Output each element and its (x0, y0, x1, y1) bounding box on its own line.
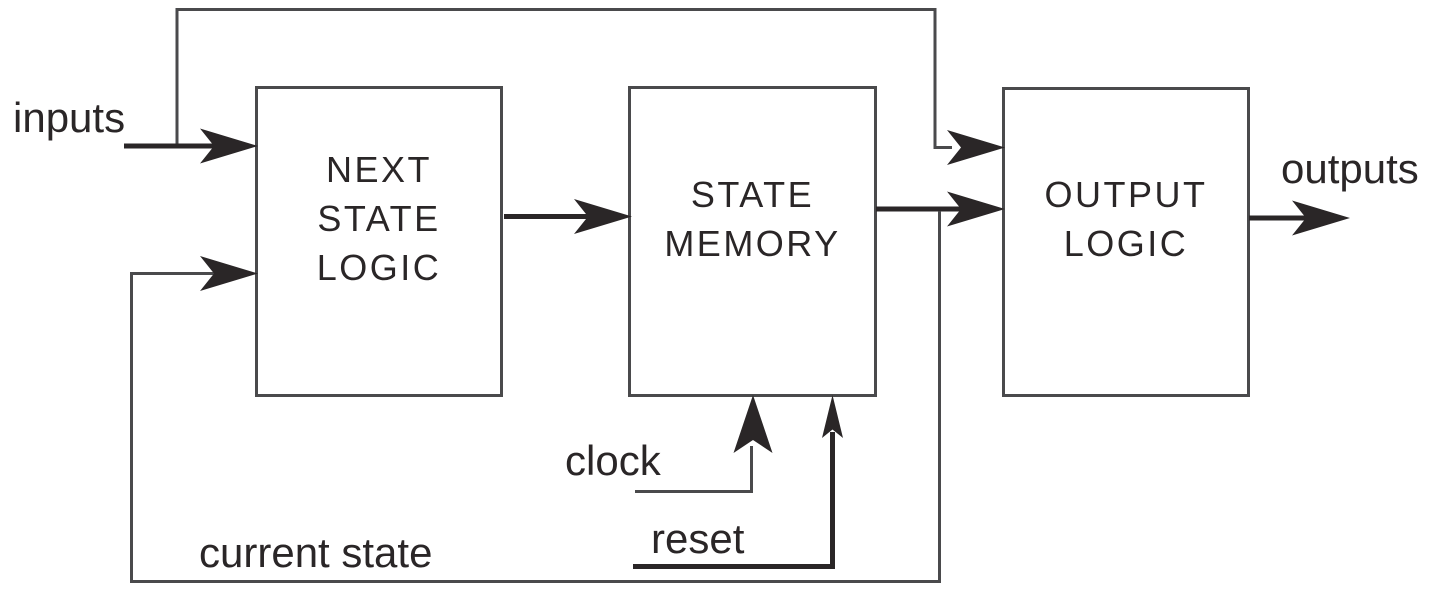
current-state-label: current state (199, 529, 433, 576)
memory-to-output-arrowhead-icon (947, 191, 1005, 227)
clock-label: clock (565, 437, 661, 484)
outputs-arrowhead-icon (1292, 200, 1350, 236)
state-memory-block: STATE MEMORY (628, 86, 877, 397)
outputs-label: outputs (1281, 145, 1419, 192)
next-state-logic-block: NEXT STATE LOGIC (255, 86, 503, 397)
current-state-arrowhead-icon (200, 256, 258, 291)
output-logic-block: OUTPUT LOGIC (1002, 87, 1250, 397)
next-state-logic-label-line3: LOGIC (316, 247, 442, 288)
next-state-to-memory-arrowhead-icon (574, 199, 632, 234)
output-logic-label-line2: LOGIC (1063, 223, 1189, 264)
output-logic-label-line1: OUTPUT (1044, 174, 1208, 215)
reset-arrowhead-icon (822, 395, 843, 438)
inputs-bypass-arrowhead-icon (947, 130, 1005, 165)
state-memory-label-line2: MEMORY (664, 222, 841, 264)
reset-label: reset (651, 515, 745, 562)
clock-arrowhead-icon (733, 395, 773, 453)
next-state-logic-label-line2: STATE (317, 198, 441, 239)
inputs-label: inputs (13, 94, 126, 141)
inputs-arrowhead-icon (200, 128, 258, 164)
next-state-logic-label-line1: NEXT (325, 149, 432, 190)
state-memory-label-line1: STATE (690, 173, 815, 215)
